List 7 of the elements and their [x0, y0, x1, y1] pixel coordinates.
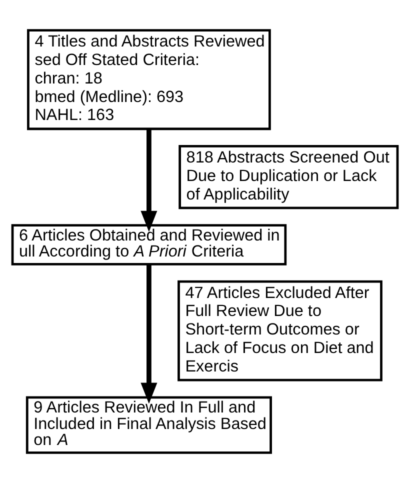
arrow [140, 128, 158, 232]
node-box: 4 Titles and Abstracts Reviewed sed Off Stated Criteria: chran: 18 bmed (Medline): 693 NAHL: 163 [27, 28, 271, 130]
node-box: 818 Abstracts Screened Out Due to Duplication or Lack of Applicability [178, 144, 399, 209]
node-box: 47 Articles Excluded After Full Review Due to Short-term Outcomes or Lack of Focus on Diet and Exercis [178, 280, 382, 381]
node-box: 9 Articles Reviewed In Full and Included in Final Analysis Based on A [26, 396, 272, 454]
node-box: 6 Articles Obtained and Reviewed in ull According to A Priori Criteria [11, 224, 287, 265]
arrow [140, 264, 158, 404]
